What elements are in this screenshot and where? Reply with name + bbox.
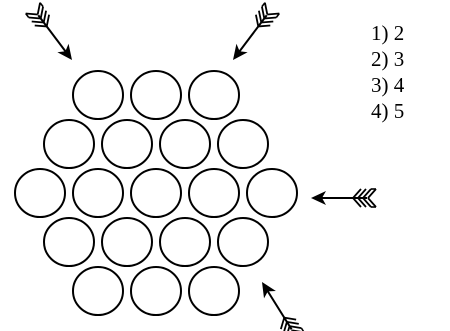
answer-options: 1) 2 2) 3 3) 4 4) 5 (371, 20, 404, 124)
option-value: 3 (394, 47, 405, 71)
balloon (218, 120, 268, 168)
balloon (160, 120, 210, 168)
balloon (189, 169, 239, 217)
option-value: 4 (394, 73, 405, 97)
option-number: 1) (371, 21, 389, 45)
option-number: 2) (371, 47, 389, 71)
answer-option[interactable]: 1) 2 (371, 20, 404, 46)
answer-option[interactable]: 4) 5 (371, 98, 404, 124)
answer-option[interactable]: 2) 3 (371, 46, 404, 72)
balloon (189, 267, 239, 315)
balloon (131, 169, 181, 217)
balloon (73, 169, 123, 217)
option-value: 5 (394, 99, 405, 123)
balloon (160, 218, 210, 266)
balloon (218, 218, 268, 266)
balloons-group (15, 71, 297, 315)
arrow-top-left-icon (26, 3, 79, 66)
balloon (15, 169, 65, 217)
option-number: 4) (371, 99, 389, 123)
option-value: 2 (394, 21, 405, 45)
option-number: 3) (371, 73, 389, 97)
balloon (73, 71, 123, 119)
balloon (44, 120, 94, 168)
balloon (189, 71, 239, 119)
arrow-bottom-right-icon (254, 277, 304, 331)
balloon (247, 169, 297, 217)
balloon (102, 120, 152, 168)
balloon (73, 267, 123, 315)
balloon (131, 71, 181, 119)
balloon (102, 218, 152, 266)
answer-option[interactable]: 3) 4 (371, 72, 404, 98)
balloon (131, 267, 181, 315)
arrow-top-right-icon (226, 3, 279, 66)
balloon (44, 218, 94, 266)
arrow-right-icon (311, 189, 376, 207)
